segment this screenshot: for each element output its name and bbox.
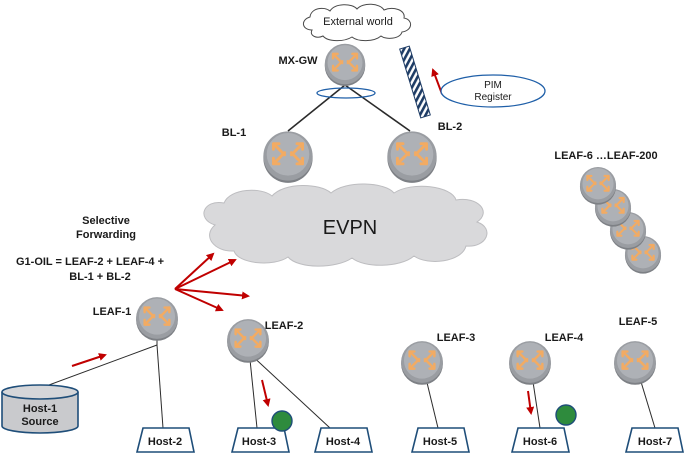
core-links xyxy=(287,84,411,132)
router-icon xyxy=(225,317,271,365)
pim-register-line1: PIM xyxy=(484,80,502,91)
external-world-cloud: External world xyxy=(303,3,411,42)
leaf-3-label: LEAF-3 xyxy=(437,332,476,344)
oil-line1: G1-OIL = LEAF-2 + LEAF-4 + xyxy=(16,256,164,268)
source-line2: Source xyxy=(21,416,58,428)
selective-line1: Selective xyxy=(82,215,130,227)
evpn-cloud: EVPN xyxy=(203,183,488,267)
mx-gw-router: MX-GW xyxy=(278,42,367,88)
pim-register-line2: Register xyxy=(474,92,512,103)
host-label: Host-3 xyxy=(242,436,276,448)
router-icon xyxy=(134,295,180,343)
selective-line2: Forwarding xyxy=(76,229,136,241)
source-line1: Host-1 xyxy=(23,403,57,415)
router-icon xyxy=(578,165,618,206)
leaf-4-router: LEAF-4 xyxy=(507,332,584,387)
host-5: Host-5 xyxy=(410,427,470,453)
leaf-5-label: LEAF-5 xyxy=(619,316,658,328)
leaf-2-label: LEAF-2 xyxy=(265,320,304,332)
leaf-1-label: LEAF-1 xyxy=(93,306,132,318)
bl-2-label: BL-2 xyxy=(438,121,462,133)
host-1-source: Host-1 Source xyxy=(1,384,79,434)
mx-gw-redundancy-ellipse xyxy=(316,87,376,99)
router-icon xyxy=(385,129,439,185)
leaf-3-router: LEAF-3 xyxy=(399,332,476,387)
bl-1-router: BL-1 xyxy=(222,127,315,185)
host-label: Host-7 xyxy=(638,436,672,448)
host-label: Host-2 xyxy=(148,436,182,448)
mx-gw-label: MX-GW xyxy=(278,55,318,67)
external-world-label: External world xyxy=(323,16,393,28)
host-label: Host-6 xyxy=(523,436,557,448)
host-4: Host-4 xyxy=(313,427,373,453)
bl-1-label: BL-1 xyxy=(222,127,246,139)
pim-register-callout: PIM Register xyxy=(440,74,546,108)
leaf-range-stack: LEAF-6 …LEAF-200 xyxy=(554,150,663,275)
receiver-indicator-icon xyxy=(271,410,293,432)
leaf-5-router: LEAF-5 xyxy=(612,316,658,387)
host-label: Host-4 xyxy=(326,436,361,448)
forwarding-arrows xyxy=(174,252,250,312)
router-icon xyxy=(323,42,367,88)
leaf-range-label: LEAF-6 …LEAF-200 xyxy=(554,150,657,162)
router-icon xyxy=(399,339,445,387)
host-3: Host-3 xyxy=(230,410,293,453)
bl-2-router: BL-2 xyxy=(385,121,462,185)
host-7: Host-7 xyxy=(624,427,684,453)
leaf-1-router: LEAF-1 xyxy=(93,295,180,343)
evpn-label: EVPN xyxy=(323,217,377,239)
selective-forwarding-note: Selective Forwarding G1-OIL = LEAF-2 + L… xyxy=(16,215,164,283)
host-6-join-arrow xyxy=(526,390,535,415)
host-2: Host-2 xyxy=(135,427,195,453)
host-6: Host-6 xyxy=(510,404,577,453)
leaf-4-label: LEAF-4 xyxy=(545,332,584,344)
router-icon xyxy=(507,339,553,387)
router-icon xyxy=(261,129,315,185)
oil-line2: BL-1 + BL-2 xyxy=(69,271,130,283)
receiver-indicator-icon xyxy=(555,404,577,426)
leaf-2-router: LEAF-2 xyxy=(225,317,304,365)
host-3-join-arrow xyxy=(261,379,271,407)
source-traffic-arrow xyxy=(71,353,107,367)
host-label: Host-5 xyxy=(423,436,457,448)
pim-register-tunnel xyxy=(399,45,431,119)
router-icon xyxy=(612,339,658,387)
